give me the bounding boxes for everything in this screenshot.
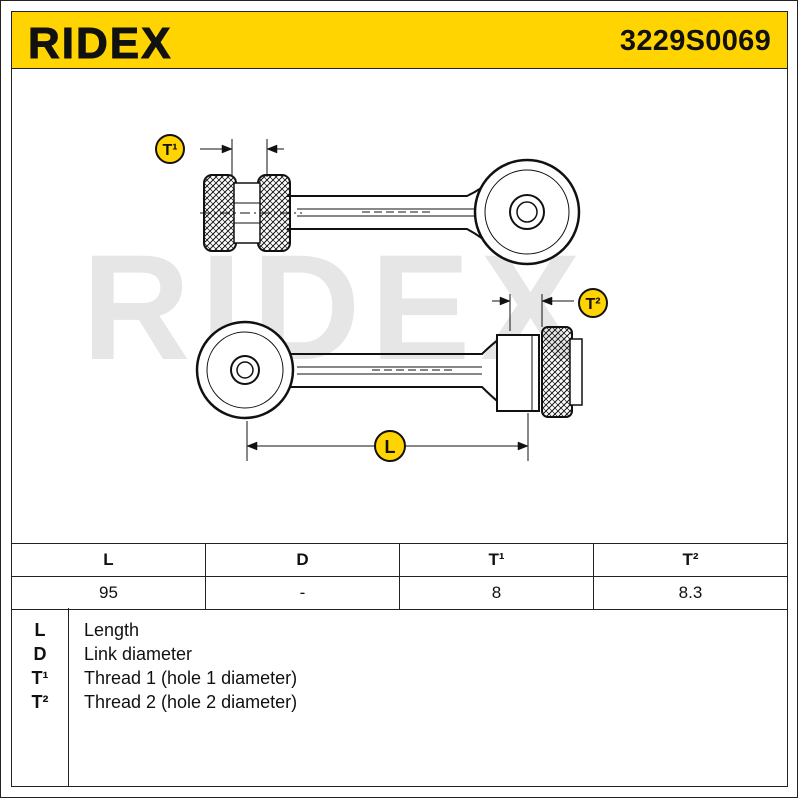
t2-callout-label: T² [585,296,600,313]
ridex-logo: RIDEX [26,16,206,71]
value-l: 95 [11,576,206,610]
technical-drawing: RIDEX [11,69,788,543]
value-t1: 8 [399,576,594,610]
legend-key: T² [31,692,49,712]
legend-divider [68,608,69,786]
spec-table: L D T¹ T² 95 - 8 8.3 [11,543,788,610]
t2-callout: T² [578,288,608,318]
spec-table-header-row: L D T¹ T² [11,543,788,577]
spec-table-row: 95 - 8 8.3 [11,576,788,610]
legend-desc: Thread 2 (hole 2 diameter) [84,692,298,712]
legend-item: T² Thread 2 (hole 2 diameter) [12,692,787,716]
bottom-link-drawing [195,294,583,461]
value-d: - [205,576,400,610]
l-callout: L [374,430,406,462]
value-t2: 8.3 [593,576,788,610]
header-d: D [205,543,400,577]
t1-callout-label: T¹ [162,142,177,159]
legend-item: D Link diameter [12,644,787,668]
t1-callout: T¹ [155,134,185,164]
header-t2: T² [593,543,788,577]
legend-item: T¹ Thread 1 (hole 1 diameter) [12,668,787,692]
legend-key: T¹ [31,668,49,688]
legend-key: D [33,644,47,664]
part-number: 3229S0069 [619,25,771,57]
header-l: L [11,543,206,577]
legend: L Length D Link diameter T¹ Thread 1 (ho… [11,608,788,787]
logo-wordmark: RIDEX [28,19,172,66]
legend-desc: Thread 1 (hole 1 diameter) [84,668,298,688]
legend-desc: Link diameter [84,644,193,664]
legend-desc: Length [84,620,140,640]
legend-key: L [34,620,46,640]
header-t1: T¹ [399,543,594,577]
header-bar: RIDEX 3229S0069 [11,11,788,69]
legend-item: L Length [12,620,787,644]
top-link-drawing [200,139,581,266]
l-callout-label: L [385,437,396,457]
